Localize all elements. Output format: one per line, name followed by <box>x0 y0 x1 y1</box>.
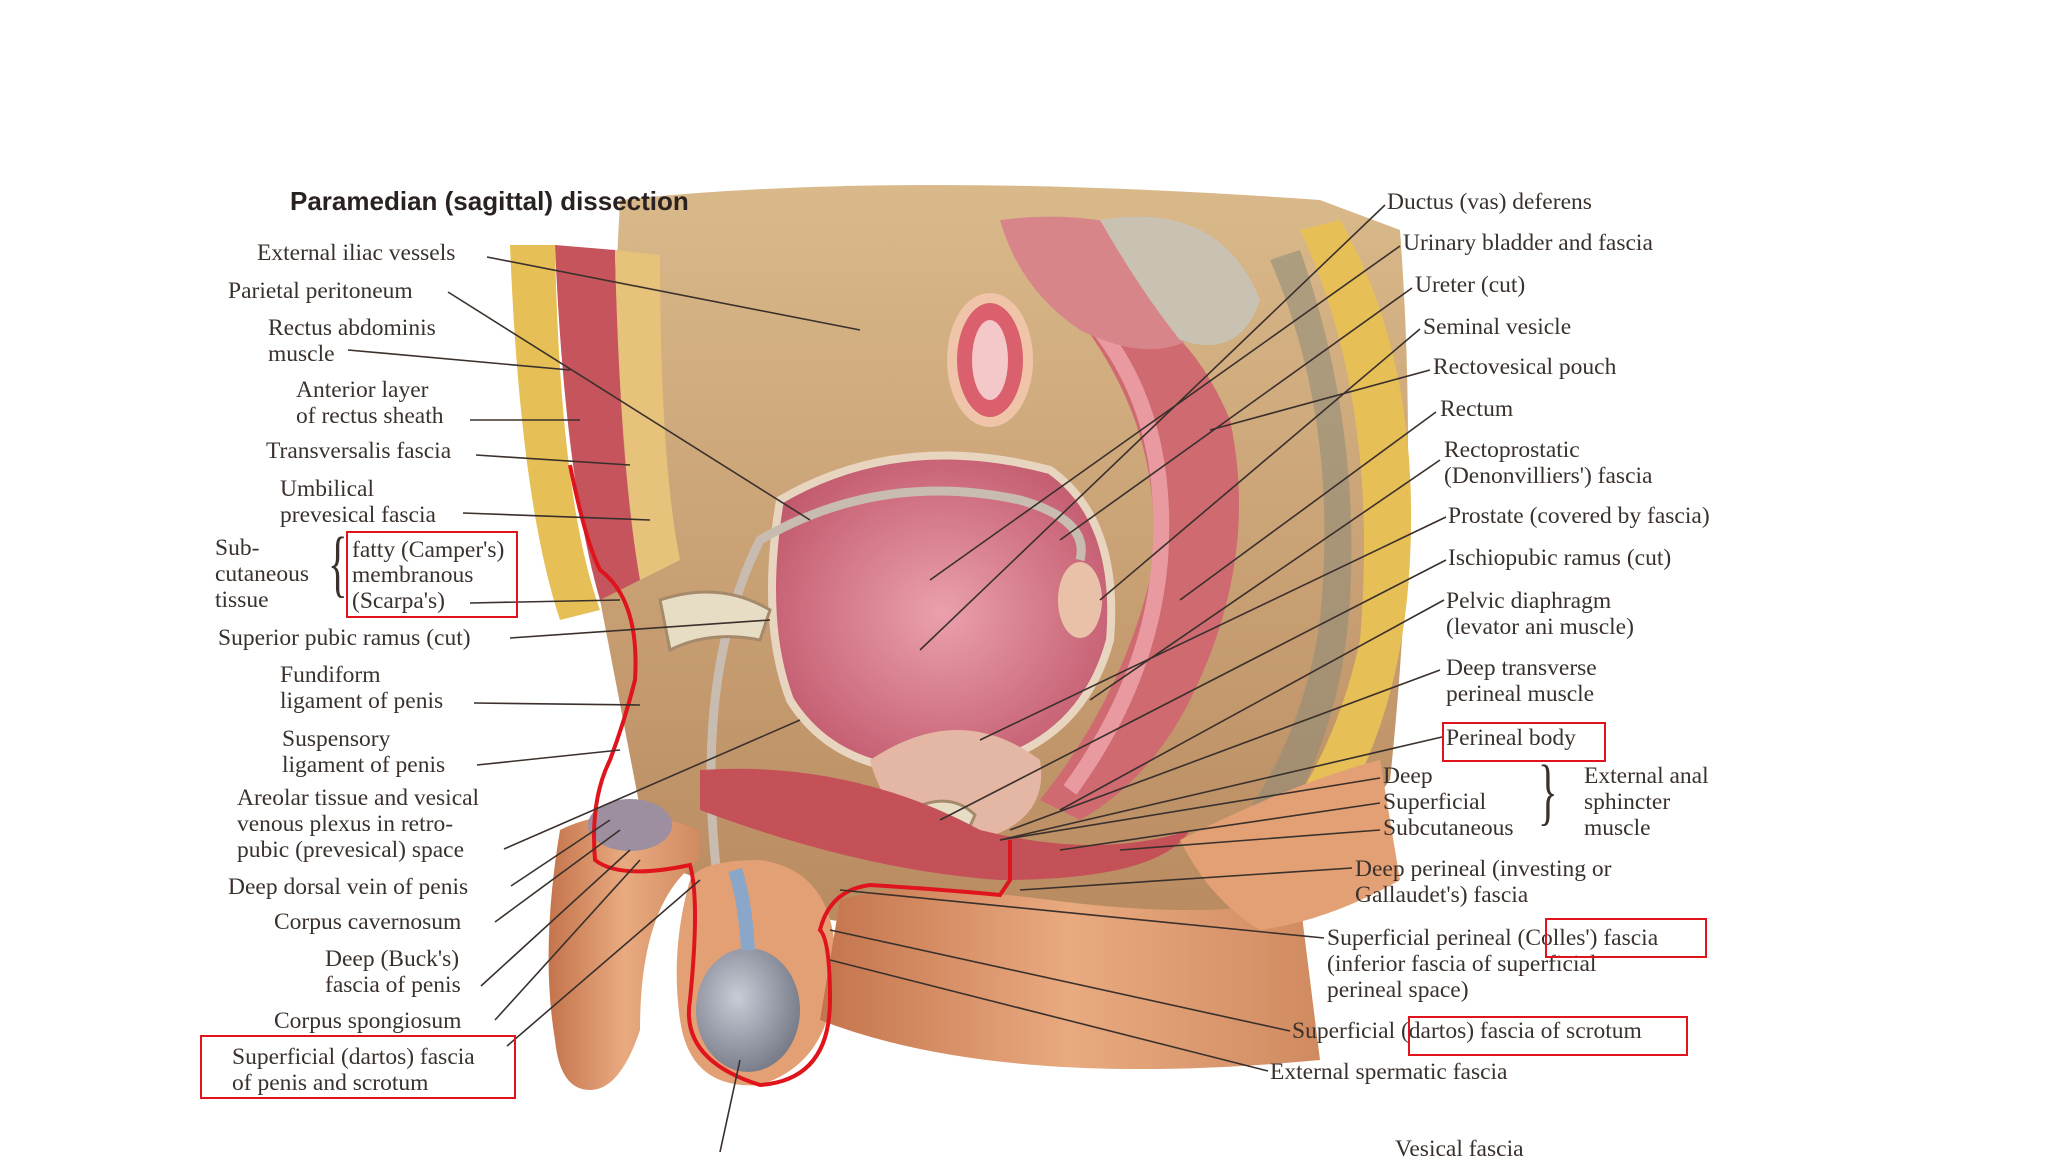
label-suspensory-ligament: Suspensory ligament of penis <box>282 726 446 778</box>
perineal-muscles <box>700 768 1190 880</box>
label-dartos-fascia-scrotum: Superficial (dartos) fascia of scrotum <box>1292 1018 1642 1044</box>
label-corpus-spongiosum: Corpus spongiosum <box>274 1008 462 1034</box>
label-membranous-scarpas: membranous (Scarpa's) <box>352 562 474 614</box>
figure-title: Paramedian (sagittal) dissection <box>290 186 689 216</box>
pubic-bone <box>658 590 772 653</box>
sphincter-brace: } <box>1537 751 1558 833</box>
seminal-vesicle-shape <box>1058 562 1102 638</box>
label-rectoprostatic-fascia: Rectoprostatic (Denonvilliers') fascia <box>1444 437 1653 489</box>
label-rectum: Rectum <box>1440 396 1514 422</box>
left-leader-lines <box>347 256 861 1047</box>
highlight-box-dartos-penis <box>200 1035 516 1099</box>
label-ischiopubic-ramus: Ischiopubic ramus (cut) <box>1448 545 1672 571</box>
right-leader-lines <box>719 204 1447 1152</box>
label-umbilical-prevesical-fascia: Umbilical prevesical fascia <box>280 476 436 528</box>
label-corpus-cavernosum: Corpus cavernosum <box>274 909 462 935</box>
label-superior-pubic-ramus: Superior pubic ramus (cut) <box>218 625 471 651</box>
label-ureter: Ureter (cut) <box>1415 272 1526 298</box>
label-bucks-fascia: Deep (Buck's) fascia of penis <box>325 946 461 998</box>
label-vesical-fascia-partial: Vesical fascia <box>1395 1136 1524 1162</box>
label-fundiform-ligament: Fundiform ligament of penis <box>280 662 444 714</box>
label-transversalis-fascia: Transversalis fascia <box>266 438 452 464</box>
label-external-iliac-vessels: External iliac vessels <box>257 240 456 266</box>
label-ductus-deferens: Ductus (vas) deferens <box>1387 189 1592 215</box>
label-subcutaneous-tissue: Sub- cutaneous tissue <box>215 535 309 613</box>
penis-shape <box>548 815 700 1090</box>
label-deep-transverse-perineal: Deep transverse perineal muscle <box>1446 655 1597 707</box>
label-parietal-peritoneum: Parietal peritoneum <box>228 278 413 304</box>
label-anterior-layer-rectus-sheath: Anterior layer of rectus sheath <box>296 377 444 429</box>
transversalis-layer <box>615 250 680 580</box>
testis-shape <box>696 948 800 1072</box>
buttock-shape <box>1180 760 1400 930</box>
fascia-highlight-line <box>568 464 1012 1088</box>
bladder-shape <box>772 455 1112 772</box>
highlight-box-campers-scarpas <box>346 531 518 618</box>
ductus-deferens-path <box>706 486 1086 901</box>
label-external-spermatic-fascia: External spermatic fascia <box>1270 1059 1508 1085</box>
highlight-box-perineal-body <box>1442 722 1606 762</box>
rectum-mucosa <box>1063 325 1170 795</box>
label-perineal-body: Perineal body <box>1446 725 1576 751</box>
abdominal-wall-fat <box>510 245 600 620</box>
subcutaneous-brace: { <box>327 523 348 605</box>
label-dartos-fascia-penis: Superficial (dartos) fascia of penis and… <box>232 1044 475 1096</box>
label-areolar-tissue: Areolar tissue and vesical venous plexus… <box>237 785 480 863</box>
rectus-abdominis-shape <box>555 245 640 600</box>
label-deep-dorsal-vein: Deep dorsal vein of penis <box>228 874 469 900</box>
highlight-box-colles-fascia <box>1545 918 1707 958</box>
label-pelvic-diaphragm: Pelvic diaphragm (levator ani muscle) <box>1446 588 1634 640</box>
posterior-fat-layer <box>1240 220 1412 880</box>
label-deep-perineal-fascia: Deep perineal (investing or Gallaudet's)… <box>1355 856 1612 908</box>
label-seminal-vesicle: Seminal vesicle <box>1423 314 1572 340</box>
spermatic-cord <box>728 867 755 951</box>
peritoneal-cavity-shadow <box>1100 216 1260 345</box>
highlight-box-dartos-scrotum <box>1408 1016 1688 1056</box>
label-urinary-bladder: Urinary bladder and fascia <box>1403 230 1653 256</box>
label-prostate: Prostate (covered by fascia) <box>1448 503 1710 529</box>
label-rectus-abdominis-muscle: Rectus abdominis muscle <box>268 315 436 367</box>
label-rectovesical-pouch: Rectovesical pouch <box>1433 354 1617 380</box>
label-sphincter-parts: Deep Superficial Subcutaneous <box>1383 763 1514 841</box>
posterior-tissue <box>1210 250 1352 870</box>
label-superficial-perineal-fascia: Superficial perineal (Colles') fascia (i… <box>1327 925 1659 1003</box>
ureter-cut-lumen <box>972 320 1008 400</box>
label-external-anal-sphincter: External anal sphincter muscle <box>1584 763 1709 841</box>
thigh-shape <box>820 890 1320 1069</box>
bladder-wall <box>768 451 1116 776</box>
label-fatty-campers: fatty (Camper's) <box>352 537 505 563</box>
rectum-shape <box>1040 290 1239 820</box>
